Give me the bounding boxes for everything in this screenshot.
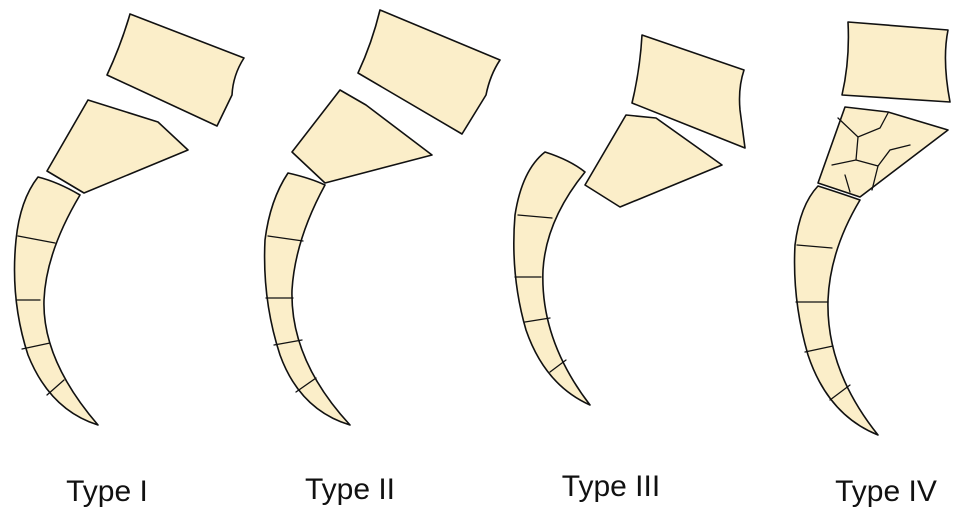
type-3-coccyx-tail	[514, 152, 590, 405]
type-4-coccyx-tail	[795, 186, 878, 435]
type-4-label: Type IV	[835, 475, 937, 508]
type-1-lower-vertebra	[47, 100, 188, 193]
type-4-upper-vertebra	[842, 22, 950, 102]
type-1-coccyx-tail	[15, 177, 99, 425]
type-2-figure	[265, 10, 500, 425]
type-4-lower-vertebra	[818, 107, 948, 197]
type-3-label: Type III	[562, 470, 660, 503]
type-4-figure	[795, 22, 950, 435]
type-2-coccyx-tail	[265, 173, 350, 425]
type-1-figure	[15, 14, 245, 425]
type-1-label: Type I	[66, 475, 148, 508]
type-3-figure	[514, 35, 745, 405]
type-2-label: Type II	[305, 473, 395, 506]
type-1-upper-vertebra	[107, 14, 244, 126]
